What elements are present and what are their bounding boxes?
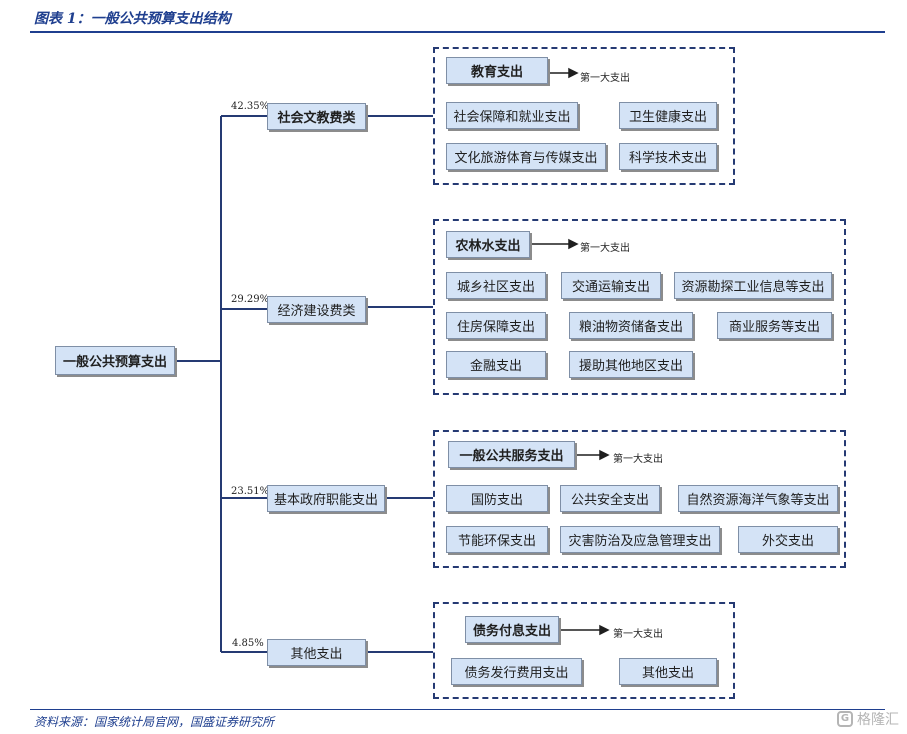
- detail-item: 援助其他地区支出: [569, 351, 693, 378]
- detail-item-label: 节能环保支出: [457, 534, 536, 549]
- source-note: 资料来源：国家统计局官网，国盛证券研究所: [34, 715, 275, 729]
- detail-item: 科学技术支出: [619, 143, 717, 170]
- detail-item-label: 卫生健康支出: [628, 110, 707, 125]
- top-item-label: 农林水支出: [455, 239, 521, 254]
- category-percent: 42.35%: [231, 101, 270, 112]
- detail-item: 商业服务等支出: [717, 312, 832, 339]
- detail-item-label: 资源勘探工业信息等支出: [681, 280, 825, 295]
- detail-item: 社会保障和就业支出: [446, 102, 578, 129]
- top-item-label: 教育支出: [470, 65, 523, 80]
- top-rule: [30, 31, 885, 33]
- top-item-node: 一般公共服务支出: [448, 441, 575, 468]
- top-item-node: 教育支出: [446, 57, 548, 84]
- top-item-note: 第一大支出: [580, 243, 630, 254]
- top-item-note: 第一大支出: [613, 454, 663, 465]
- detail-item-label: 灾害防治及应急管理支出: [568, 534, 712, 549]
- detail-item-label: 自然资源海洋气象等支出: [686, 493, 830, 508]
- detail-item-label: 援助其他地区支出: [578, 359, 683, 374]
- detail-item: 其他支出: [619, 658, 717, 685]
- top-item-note: 第一大支出: [613, 629, 663, 640]
- category-node-basic-government-functions: 基本政府职能支出: [267, 485, 385, 512]
- top-item-note: 第一大支出: [580, 73, 630, 84]
- category-node-social-culture-education: 社会文教费类: [267, 103, 366, 130]
- root-label: 一般公共预算支出: [62, 355, 167, 370]
- detail-group-social-culture-education: [433, 47, 735, 185]
- detail-item-label: 社会保障和就业支出: [453, 110, 571, 125]
- bottom-rule: [30, 709, 885, 710]
- top-item-node: 农林水支出: [446, 231, 530, 258]
- detail-item-label: 交通运输支出: [571, 280, 650, 295]
- watermark-text: 格隆汇: [857, 712, 899, 728]
- detail-item-label: 文化旅游体育与传媒支出: [454, 151, 598, 166]
- detail-item: 文化旅游体育与传媒支出: [446, 143, 606, 170]
- root-node: 一般公共预算支出: [55, 346, 175, 375]
- detail-item: 资源勘探工业信息等支出: [674, 272, 832, 299]
- category-node-other-expenditure: 其他支出: [267, 639, 366, 666]
- detail-item-label: 商业服务等支出: [728, 320, 820, 335]
- figure-title: 图表 1：一般公共预算支出结构: [34, 11, 231, 27]
- detail-item: 交通运输支出: [561, 272, 661, 299]
- category-percent: 29.29%: [231, 294, 270, 305]
- detail-item: 债务发行费用支出: [451, 658, 582, 685]
- detail-item-label: 粮油物资储备支出: [578, 320, 683, 335]
- detail-item-label: 科学技术支出: [628, 151, 707, 166]
- detail-item: 城乡社区支出: [446, 272, 546, 299]
- detail-item: 公共安全支出: [560, 485, 660, 512]
- watermark: G 格隆汇: [837, 709, 899, 729]
- category-percent: 23.51%: [231, 486, 270, 497]
- category-label: 经济建设费类: [277, 304, 356, 319]
- top-item-label: 债务付息支出: [472, 624, 551, 639]
- detail-item: 灾害防治及应急管理支出: [560, 526, 720, 553]
- detail-item-label: 城乡社区支出: [456, 280, 535, 295]
- detail-item: 自然资源海洋气象等支出: [678, 485, 838, 512]
- watermark-logo-icon: G: [837, 711, 853, 727]
- detail-item: 外交支出: [738, 526, 838, 553]
- top-item-node: 债务付息支出: [465, 616, 559, 643]
- category-node-economic-construction: 经济建设费类: [267, 296, 366, 323]
- detail-item-label: 国防支出: [470, 493, 523, 508]
- detail-item: 住房保障支出: [446, 312, 546, 339]
- category-label: 基本政府职能支出: [273, 493, 378, 508]
- detail-group-basic-government-functions: [433, 430, 846, 568]
- detail-item-label: 住房保障支出: [456, 320, 535, 335]
- category-label: 社会文教费类: [277, 111, 356, 126]
- detail-item: 国防支出: [446, 485, 548, 512]
- detail-item: 粮油物资储备支出: [569, 312, 693, 339]
- category-label: 其他支出: [290, 647, 343, 662]
- detail-item: 节能环保支出: [446, 526, 548, 553]
- detail-group-economic-construction: [433, 219, 846, 395]
- top-item-label: 一般公共服务支出: [459, 449, 564, 464]
- category-percent: 4.85%: [232, 638, 264, 649]
- detail-item-label: 金融支出: [469, 359, 522, 374]
- detail-item: 卫生健康支出: [619, 102, 717, 129]
- detail-item-label: 债务发行费用支出: [464, 666, 569, 681]
- detail-item: 金融支出: [446, 351, 546, 378]
- detail-item-label: 公共安全支出: [570, 493, 649, 508]
- detail-item-label: 外交支出: [761, 534, 814, 549]
- detail-group-other-expenditure: [433, 602, 735, 699]
- detail-item-label: 其他支出: [641, 666, 694, 681]
